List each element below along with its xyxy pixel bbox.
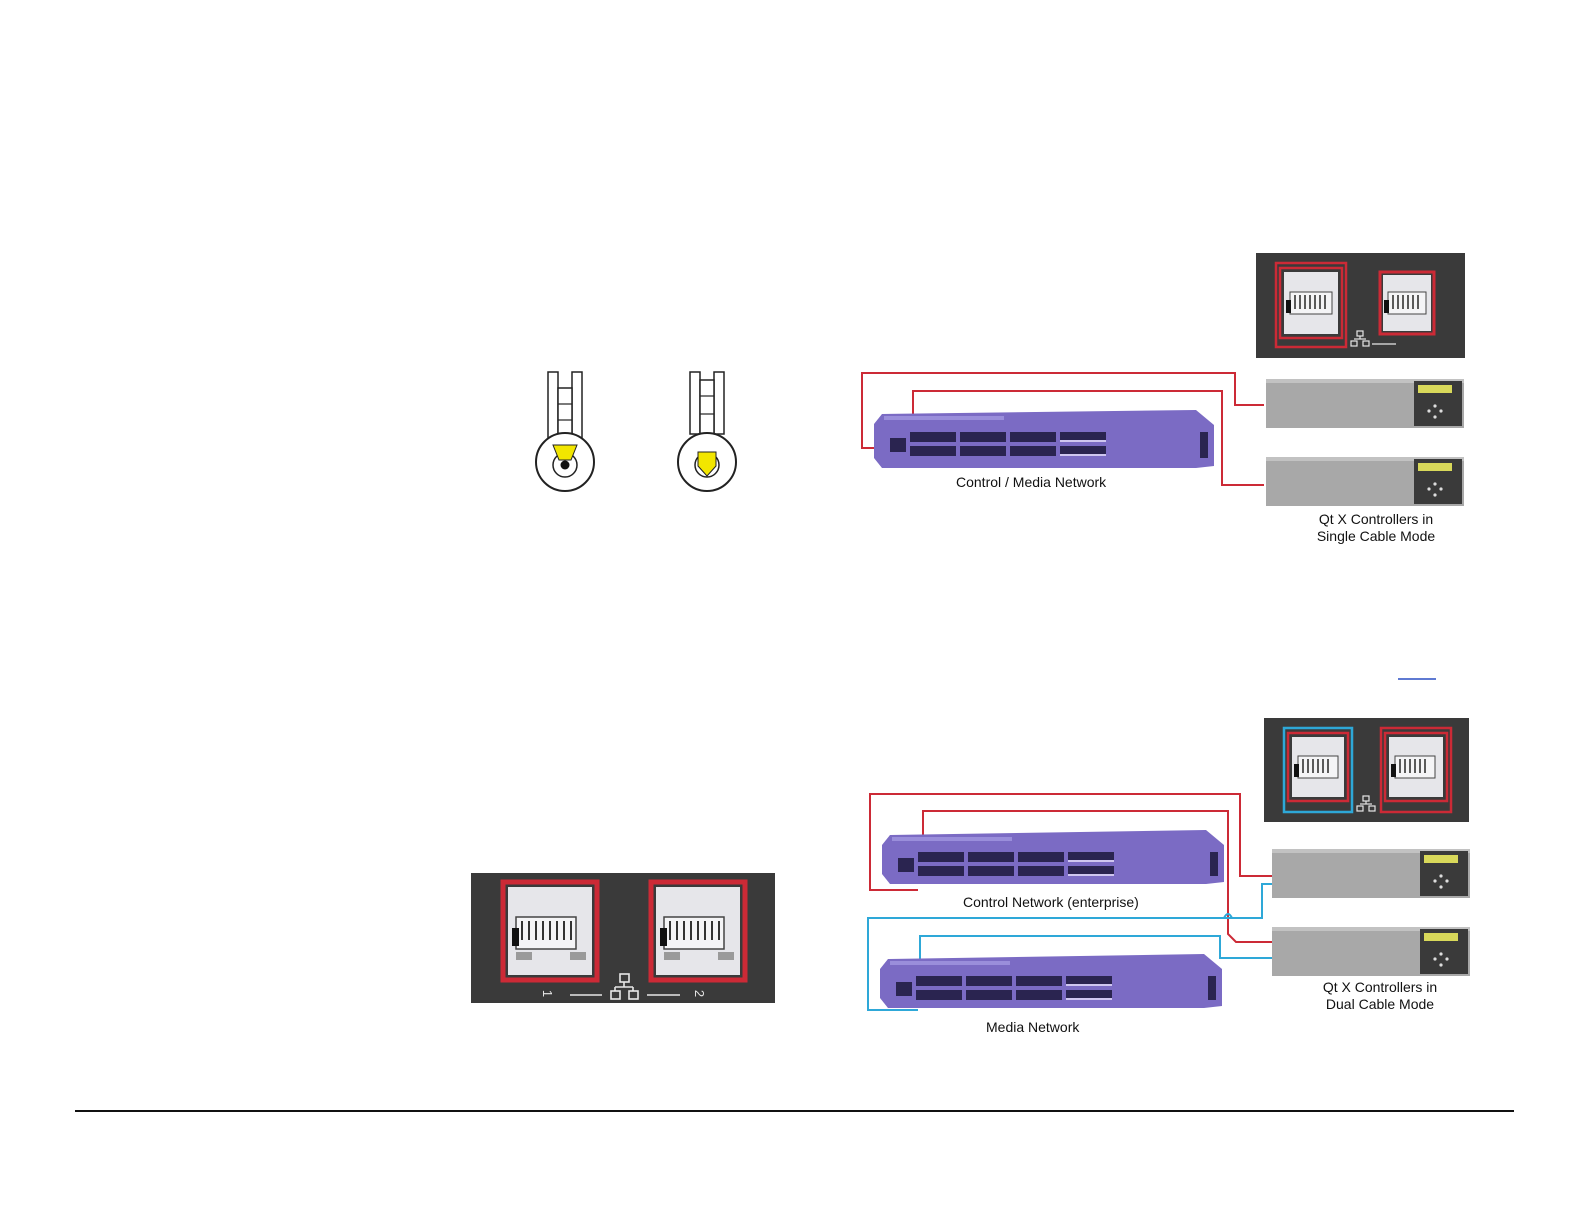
dual-controller-2-icon (1272, 927, 1470, 976)
controller-2-icon (1266, 457, 1464, 506)
ethernet-port-1-icon (503, 882, 597, 980)
dual-controllers-label-line-1: Qt X Controllers in (1298, 979, 1462, 996)
network-icon (570, 974, 680, 999)
single-mode-port-inset (1256, 253, 1465, 358)
dual-mode-port-inset (1264, 718, 1469, 822)
dual-controllers-label-line-2: Dual Cable Mode (1298, 996, 1462, 1013)
control-switch-label: Control Network (enterprise) (963, 894, 1139, 911)
media-switch-icon (880, 954, 1222, 1008)
network-switch-icon (874, 410, 1214, 468)
port-panel-number-1: 1 (540, 990, 555, 997)
controllers-label-line-1: Qt X Controllers in (1296, 511, 1456, 528)
ethernet-port-2-icon (651, 882, 745, 980)
controllers-label-line-2: Single Cable Mode (1296, 528, 1456, 545)
switch-label: Control / Media Network (956, 474, 1106, 491)
controller-1-icon (1266, 379, 1464, 428)
jack-lock-icon (678, 372, 736, 491)
jack-insert-icon (536, 372, 594, 491)
dual-controllers-label: Qt X Controllers in Dual Cable Mode (1298, 979, 1462, 1013)
control-switch-icon (882, 830, 1224, 884)
controllers-label: Qt X Controllers in Single Cable Mode (1296, 511, 1456, 545)
dual-mode-control-cables (870, 794, 1272, 942)
footer-rule (75, 1110, 1514, 1112)
single-mode-control-cables (862, 373, 1264, 485)
port-panel-number-2: 2 (692, 990, 707, 997)
media-switch-label: Media Network (986, 1019, 1079, 1036)
dual-controller-1-icon (1272, 849, 1470, 898)
